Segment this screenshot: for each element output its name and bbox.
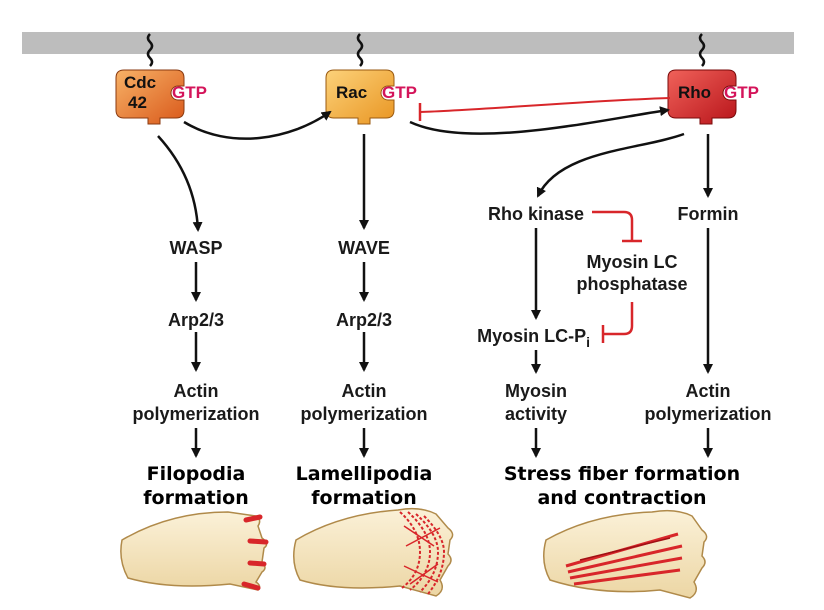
- stress-fiber-label-line1: Stress fiber formation: [504, 463, 740, 485]
- actin-label-cdc42-line2: polymerization: [132, 404, 259, 424]
- actin-label-rac-line2: polymerization: [300, 404, 427, 424]
- myosin-lc-pi-label: Myosin LC-Pi: [477, 326, 590, 350]
- rac-gtp-label: GTP: [382, 83, 417, 102]
- rho-gtp-label: GTP: [724, 83, 759, 102]
- wasp-label: WASP: [169, 238, 222, 258]
- arrow-cdc42-to-wasp: [157, 135, 203, 232]
- actin-label-rac-line1: Actin: [342, 381, 387, 401]
- inhibition-rho-to-rac: [419, 97, 671, 113]
- myosin-lc-pi-subscript: i: [586, 334, 590, 350]
- stress-fiber-label-line2: and contraction: [537, 487, 706, 509]
- cdc42-label-line2: 42: [128, 93, 147, 112]
- cdc42-lipid-anchor: [146, 33, 154, 67]
- myosin-lc-pi-main: Myosin LC-P: [477, 326, 586, 346]
- formin-label: Formin: [678, 204, 739, 224]
- actin-label-rho-line1: Actin: [686, 381, 731, 401]
- cdc42-label-line1: Cdc: [124, 73, 156, 92]
- actin-label-rho-line2: polymerization: [644, 404, 771, 424]
- stress-fiber-cell-illustration: [543, 509, 708, 599]
- actin-label-cdc42-line1: Actin: [174, 381, 219, 401]
- cdc42-protein: Cdc 42 GTP: [115, 69, 207, 125]
- inhibition-kinase-to-phosphatase: [592, 210, 634, 240]
- plasma-membrane: [22, 32, 794, 54]
- filopodia-label-line2: formation: [143, 487, 248, 509]
- rho-label: Rho: [678, 83, 711, 102]
- lamellipodia-cell-illustration: [293, 507, 454, 597]
- arrow-rac-to-rho: [409, 106, 670, 135]
- wave-label: WAVE: [338, 238, 390, 258]
- rho-protein: Rho GTP: [667, 69, 759, 125]
- arrow-rho-to-rho-kinase: [536, 132, 685, 198]
- rho-kinase-label: Rho kinase: [488, 204, 584, 224]
- rho-lipid-anchor: [698, 33, 706, 67]
- myosin-activity-label-line1: Myosin: [505, 381, 567, 401]
- myosin-lc-phosphatase-label-line1: Myosin LC: [586, 252, 677, 272]
- inhibition-phosphatase-to-myosin: [604, 302, 634, 336]
- cdc42-gtp-label: GTP: [172, 83, 207, 102]
- lamellipodia-label-line1: Lamellipodia: [296, 463, 433, 485]
- myosin-lc-phosphatase-label-line2: phosphatase: [576, 274, 687, 294]
- filopodia-label-line1: Filopodia: [147, 463, 246, 485]
- arp23-label-rac: Arp2/3: [336, 310, 392, 330]
- arrow-cdc42-to-rac: [183, 110, 332, 140]
- lamellipodia-label-line2: formation: [311, 487, 416, 509]
- rac-protein: Rac GTP: [325, 69, 417, 125]
- rac-label: Rac: [336, 83, 367, 102]
- rac-lipid-anchor: [356, 33, 364, 67]
- myosin-activity-label-line2: activity: [505, 404, 567, 424]
- arp23-label-cdc42: Arp2/3: [168, 310, 224, 330]
- filopodia-cell-illustration: [120, 511, 269, 591]
